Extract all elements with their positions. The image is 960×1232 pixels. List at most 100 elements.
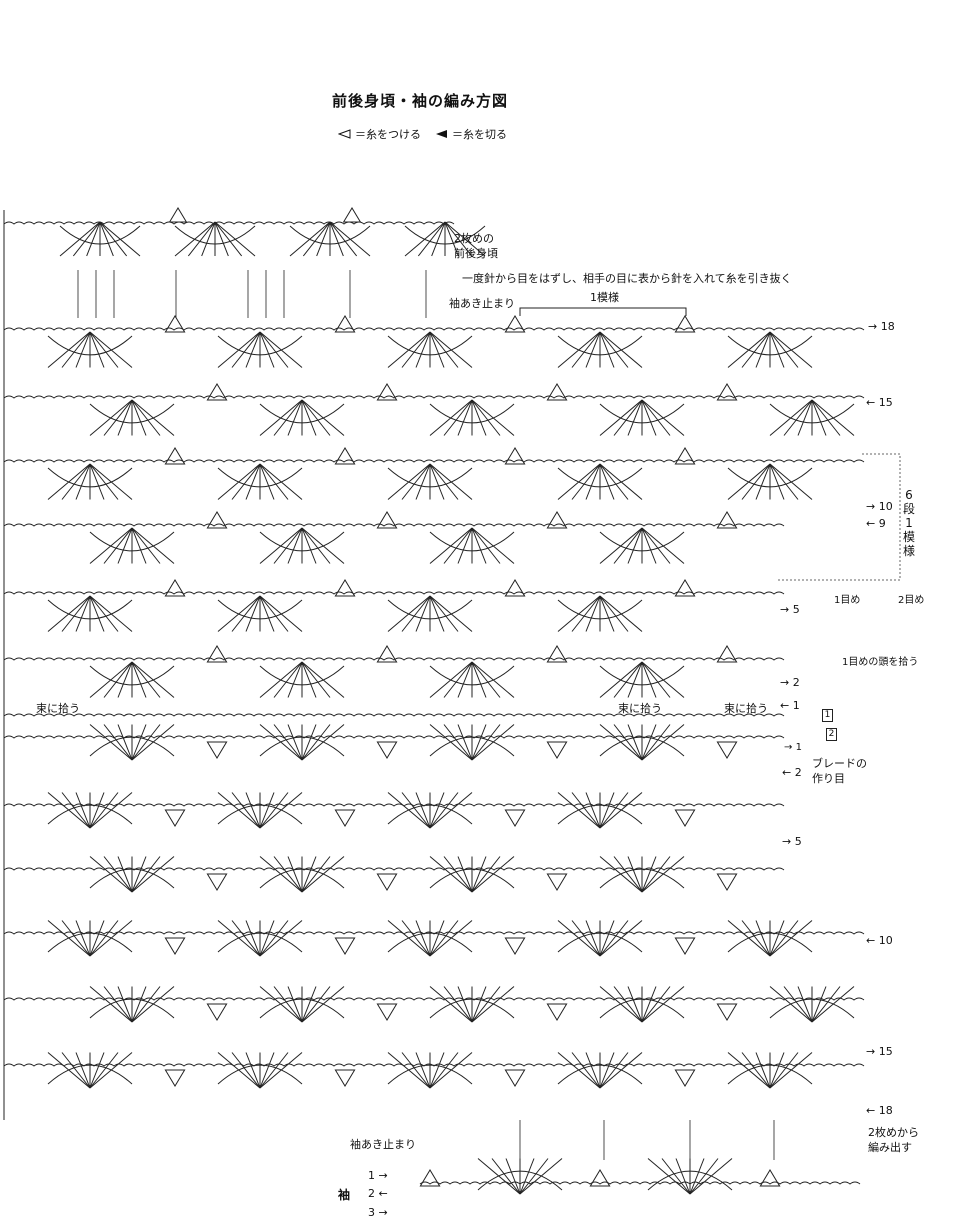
fan-stitch — [471, 986, 487, 1023]
fan-stitch — [89, 920, 105, 957]
fan-stitch — [471, 856, 487, 893]
point-motif — [419, 1169, 441, 1187]
point-motif — [164, 809, 186, 827]
fan-stitch — [769, 463, 813, 500]
point-motif — [716, 741, 738, 759]
row-number: 10 — [878, 500, 893, 513]
point-motif — [334, 1069, 356, 1087]
fan-stitch — [429, 331, 473, 368]
fan-stitch — [131, 399, 175, 436]
fan-stitch — [231, 595, 261, 632]
fan-stitch — [429, 920, 445, 957]
fan-stitch — [457, 724, 473, 761]
fan-stitch — [769, 986, 813, 1023]
fan-stitch — [131, 527, 147, 564]
fan-stitch — [429, 595, 459, 632]
fan-stitch — [613, 399, 643, 436]
fan-stitch — [641, 661, 671, 698]
fan-stitch — [259, 331, 275, 368]
fan-stitch — [75, 595, 91, 632]
fan-stitch — [689, 1158, 719, 1195]
fan-stitch — [689, 1158, 733, 1195]
row-marker-lower: ← 10 — [866, 934, 893, 947]
legend-cut-label: ＝糸を切る — [452, 128, 507, 141]
chain-row — [3, 221, 455, 225]
fan-stitch — [471, 986, 515, 1023]
point-motif — [716, 511, 738, 529]
point-motif — [334, 809, 356, 827]
fan-stitch — [75, 1052, 91, 1089]
fan-stitch — [259, 920, 303, 957]
fan-stitch — [47, 331, 91, 368]
chain-row — [3, 395, 865, 399]
fan-stitch — [131, 399, 147, 436]
fan-stitch — [231, 1052, 261, 1089]
fan-stitch — [217, 595, 261, 632]
row-marker-sleeve: 1 → — [368, 1169, 388, 1182]
fan-stitch — [641, 856, 685, 893]
row-number: 3 — [368, 1206, 375, 1219]
point-motif — [546, 383, 568, 401]
fan-stitch — [273, 661, 303, 698]
fan-stitch — [457, 986, 473, 1023]
sleeve-opening-bottom-label: 袖あき止まり — [350, 1138, 416, 1151]
fan-stitch — [811, 986, 855, 1023]
fan-stitch — [89, 595, 105, 632]
fan-stitch — [415, 331, 431, 368]
fan-stitch — [387, 1052, 431, 1089]
fan-stitch — [599, 331, 615, 368]
point-motif — [546, 741, 568, 759]
fan-stitch — [429, 595, 445, 632]
fan-stitch — [415, 920, 431, 957]
vlabel-part: 様 — [902, 544, 915, 558]
one-pattern-bracket — [519, 307, 687, 316]
point-motif — [206, 383, 228, 401]
fan-stitch — [89, 331, 105, 368]
fan-stitch — [727, 920, 771, 957]
fan-stitch — [599, 399, 643, 436]
point-motif — [674, 447, 696, 465]
fan-stitch — [89, 399, 133, 436]
fan-stitch — [599, 724, 643, 761]
fan-stitch — [769, 920, 799, 957]
chain-row — [3, 713, 785, 717]
page-title: 前後身頃・袖の編み方図 — [332, 92, 509, 110]
fan-stitch — [811, 399, 855, 436]
fan-stitch — [415, 463, 431, 500]
fan-stitch — [429, 527, 473, 564]
fan-stitch — [769, 1052, 799, 1089]
fan-stitch — [301, 399, 331, 436]
fan-stitch — [103, 661, 133, 698]
fan-stitch — [613, 527, 643, 564]
stitch-2-label: 2目め — [898, 595, 925, 606]
fan-stitch — [59, 221, 101, 257]
fan-stitch — [647, 1158, 691, 1195]
fan-stitch — [259, 595, 275, 632]
point-motif — [376, 741, 398, 759]
chain-row — [3, 735, 785, 739]
fan-stitch — [217, 920, 261, 957]
row-number: 2 — [368, 1187, 375, 1200]
point-motif — [674, 1069, 696, 1087]
fan-stitch — [585, 331, 601, 368]
fan-stitch — [599, 527, 643, 564]
point-motif — [164, 937, 186, 955]
fan-stitch — [259, 463, 303, 500]
fan-stitch — [443, 399, 473, 436]
fan-stitch — [741, 463, 771, 500]
point-motif — [376, 1003, 398, 1021]
fan-stitch — [259, 856, 303, 893]
row-marker-upper: → 2 — [780, 676, 800, 689]
chain-row — [3, 459, 865, 463]
fan-stitch — [187, 221, 216, 257]
point-motif — [504, 809, 526, 827]
fan-stitch — [103, 724, 133, 761]
fan-stitch — [89, 856, 133, 893]
fan-stitch — [661, 1158, 691, 1195]
fan-stitch — [599, 792, 629, 829]
fan-stitch — [89, 986, 133, 1023]
vlabel-part: 1 — [905, 516, 913, 530]
point-motif — [504, 579, 526, 597]
fan-stitch — [259, 986, 303, 1023]
fan-stitch — [259, 920, 289, 957]
